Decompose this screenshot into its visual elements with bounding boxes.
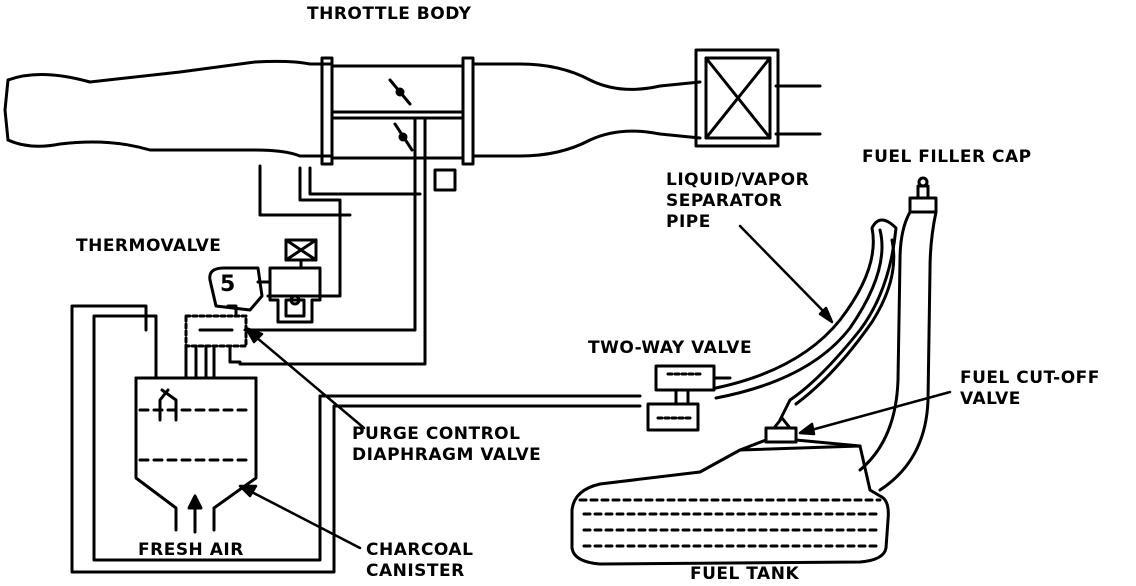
fuel-filler-neck [858, 176, 938, 492]
label-fresh-air: FRESH AIR [138, 540, 244, 560]
intake-duct [3, 59, 332, 158]
throttle-body [238, 56, 475, 366]
thermovalve-number: 5 [220, 272, 236, 297]
label-thermovalve: THERMOVALVE [76, 236, 222, 256]
label-purge-control-diaphragm-valve: PURGE CONTROL DIAPHRAGM VALVE [352, 424, 542, 465]
label-throttle-body: THROTTLE BODY [307, 4, 472, 24]
leader-arrows [238, 224, 952, 550]
charcoal-canister [134, 328, 258, 534]
air-filter-box [694, 48, 780, 148]
two-way-valve [646, 364, 732, 432]
thermovalve [208, 238, 322, 324]
fuel-tank [570, 438, 890, 566]
label-liquid-vapor-separator-pipe: LIQUID/VAPOR SEPARATOR PIPE [666, 170, 810, 232]
fuel-cut-off-valve [764, 416, 798, 444]
air-duct-right [471, 62, 822, 158]
purge-control-diaphragm-valve [184, 304, 248, 380]
label-two-way-valve: TWO-WAY VALVE [588, 338, 753, 358]
vapor-line-loop [70, 304, 642, 574]
label-charcoal-canister: CHARCOAL CANISTER [366, 540, 474, 581]
label-fuel-tank: FUEL TANK [690, 564, 800, 584]
label-fuel-filler-cap: FUEL FILLER CAP [862, 147, 1032, 167]
label-fuel-cut-off-valve: FUEL CUT-OFF VALVE [960, 368, 1100, 409]
liquid-vapor-separator-pipe [714, 218, 898, 422]
